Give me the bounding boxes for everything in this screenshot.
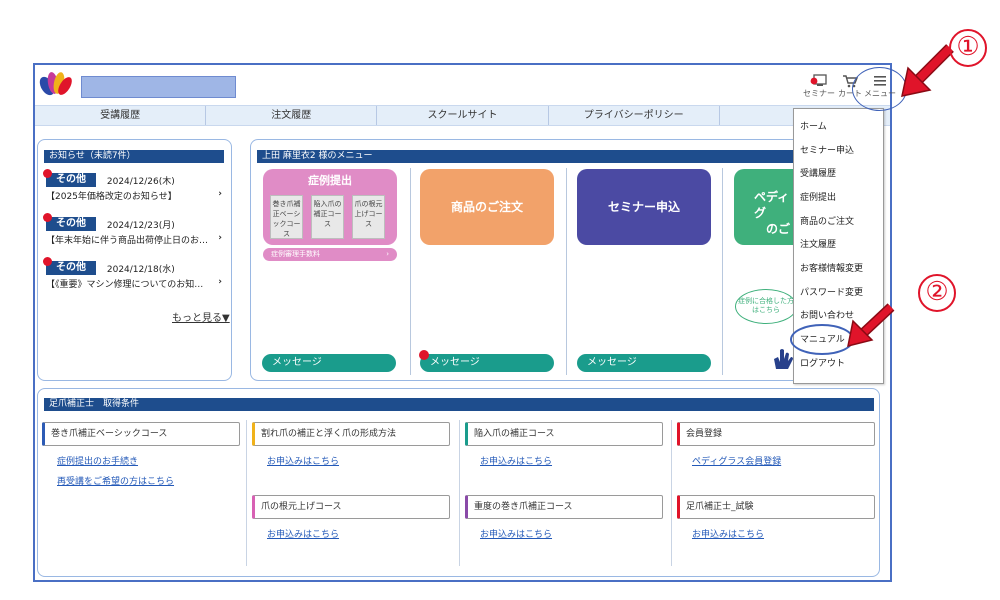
news-headline: 【年末年始に伴う商品出荷停止日のお… › — [46, 233, 224, 246]
case-review-fee-bar[interactable]: 症例審理手数料 › — [263, 248, 397, 261]
red-arrow-icon — [901, 44, 954, 97]
column-divider — [671, 420, 672, 566]
pedigras-registration-link[interactable]: ペディグラス会員登録 — [692, 457, 782, 467]
news-category-badge: その他 — [43, 257, 96, 275]
exam-heading: 足爪補正士_試験 — [677, 495, 875, 519]
step-1-marker: ① — [949, 29, 987, 67]
news-headline-text: 【2025年価格改定のお知らせ】 — [46, 192, 177, 202]
news-date: 2024/12/23(月) — [106, 220, 175, 231]
case-ingrown-course-button[interactable]: 陥入爪の補正コース — [311, 195, 344, 239]
message-button[interactable]: メッセージ — [577, 354, 711, 372]
brand-logo[interactable] — [38, 71, 74, 97]
pedigras-tile[interactable]: ペディグ のご — [734, 169, 794, 245]
top-navigation: 受講履歴 注文履歴 スクールサイト プライバシーポリシー 規 — [35, 105, 890, 126]
menu-item-home[interactable]: ホーム — [800, 122, 827, 132]
site-name-redacted — [81, 76, 236, 98]
chevron-right-icon: › — [218, 277, 222, 287]
news-category-label: その他 — [56, 174, 86, 185]
menu-item-contact[interactable]: お問い合わせ — [800, 311, 855, 321]
unread-dot — [43, 213, 52, 222]
news-category-label: その他 — [56, 262, 86, 273]
menu-item-logout[interactable]: ログアウト — [800, 359, 846, 369]
news-category-badge: その他 — [43, 213, 96, 231]
unread-dot — [43, 169, 52, 178]
chevron-right-icon: › — [218, 233, 222, 243]
re-enroll-link[interactable]: 再受講をご希望の方はこちら — [57, 477, 175, 487]
menu-item-order-history[interactable]: 注文履歴 — [800, 240, 837, 250]
red-arrow-icon — [847, 303, 895, 348]
requirements-panel — [37, 388, 880, 577]
course-ingrown-heading: 陥入爪の補正コース — [465, 422, 663, 446]
apply-link[interactable]: お申込みはこちら — [267, 530, 340, 540]
course-root-lift-heading: 爪の根元上げコース — [252, 495, 450, 519]
menu-item-product-order[interactable]: 商品のご注文 — [800, 217, 855, 227]
case-review-fee-label: 症例審理手数料 — [271, 250, 320, 258]
news-headline-text: 【年末年始に伴う商品出荷停止日のお… — [46, 236, 209, 246]
nav-item-school-site[interactable]: スクールサイト — [377, 106, 549, 125]
apply-link[interactable]: お申込みはこちら — [480, 530, 553, 540]
menu-item-course-history[interactable]: 受講履歴 — [800, 169, 837, 179]
news-item[interactable]: その他 2024/12/18(水) 【《重要》マシン修理についてのお知… › — [43, 257, 224, 290]
menu-item-case-submission[interactable]: 症例提出 — [800, 193, 837, 203]
column-divider — [722, 168, 723, 375]
unread-dot — [419, 350, 429, 360]
hand-pointer-icon — [774, 349, 793, 369]
course-basic-heading: 巻き爪補正ベーシックコース — [42, 422, 240, 446]
message-button[interactable]: メッセージ — [262, 354, 396, 372]
news-date: 2024/12/18(水) — [106, 264, 175, 275]
column-divider — [410, 168, 411, 375]
pedigras-tile-line2: のご — [766, 222, 791, 236]
apply-link[interactable]: お申込みはこちら — [267, 457, 340, 467]
nav-item-course-history[interactable]: 受講履歴 — [35, 106, 207, 125]
news-headline-text: 【《重要》マシン修理についてのお知… — [46, 280, 204, 290]
message-button[interactable]: メッセージ — [420, 354, 554, 372]
step-2-marker: ② — [918, 274, 956, 312]
menu-item-seminar-application[interactable]: セミナー申込 — [800, 146, 855, 156]
callout-ellipse-menu — [852, 67, 907, 111]
nav-item-privacy-policy[interactable]: プライバシーポリシー — [549, 106, 720, 125]
callout-ellipse-manual — [790, 324, 854, 355]
news-category-badge: その他 — [43, 169, 96, 187]
chevron-right-icon: › — [218, 189, 222, 199]
nav-item-order-history[interactable]: 注文履歴 — [206, 106, 378, 125]
unread-dot — [43, 257, 52, 266]
chevron-right-icon: › — [386, 250, 389, 258]
news-headline: 【2025年価格改定のお知らせ】 › — [46, 189, 224, 202]
column-divider — [566, 168, 567, 375]
pedigras-tile-line1: ペディグ — [754, 190, 790, 220]
news-category-label: その他 — [56, 218, 86, 229]
menu-item-customer-info[interactable]: お客様情報変更 — [800, 264, 864, 274]
course-split-nail-heading: 割れ爪の補正と浮く爪の形成方法 — [252, 422, 450, 446]
case-basic-course-button[interactable]: 巻き爪補正ベーシックコース — [270, 195, 303, 239]
cart-label: カート — [838, 89, 862, 98]
news-headline: 【《重要》マシン修理についてのお知… › — [46, 277, 224, 290]
seminar-header-button[interactable]: セミナー — [803, 74, 835, 98]
requirements-title: 足爪補正士 取得条件 — [44, 398, 874, 411]
membership-heading: 会員登録 — [677, 422, 875, 446]
apply-link[interactable]: お申込みはこちら — [692, 530, 765, 540]
case-submission-procedure-link[interactable]: 症例提出のお手続き — [57, 457, 139, 467]
column-divider — [459, 420, 460, 566]
apply-link[interactable]: お申込みはこちら — [480, 457, 553, 467]
seminar-label: セミナー — [803, 89, 835, 98]
case-submission-title: 症例提出 — [308, 174, 352, 187]
course-severe-heading: 重度の巻き爪補正コース — [465, 495, 663, 519]
show-more-link[interactable]: もっと見る▼ — [172, 313, 230, 324]
product-order-tile[interactable]: 商品のご注文 — [420, 169, 554, 245]
news-panel-title: お知らせ（未読7件） — [44, 150, 224, 163]
passed-case-bubble[interactable]: 症例に合格した方はこちら — [735, 289, 797, 324]
seminar-application-tile[interactable]: セミナー申込 — [577, 169, 711, 245]
case-root-lift-course-button[interactable]: 爪の根元上げコース — [352, 195, 385, 239]
news-item[interactable]: その他 2024/12/26(木) 【2025年価格改定のお知らせ】 › — [43, 169, 224, 202]
column-divider — [246, 420, 247, 566]
user-menu-title: 上田 麻里衣2 様のメニュー — [257, 150, 797, 163]
menu-item-password-change[interactable]: パスワード変更 — [800, 288, 864, 298]
news-date: 2024/12/26(木) — [106, 176, 175, 187]
seminar-icon — [810, 74, 827, 86]
news-item[interactable]: その他 2024/12/23(月) 【年末年始に伴う商品出荷停止日のお… › — [43, 213, 224, 246]
